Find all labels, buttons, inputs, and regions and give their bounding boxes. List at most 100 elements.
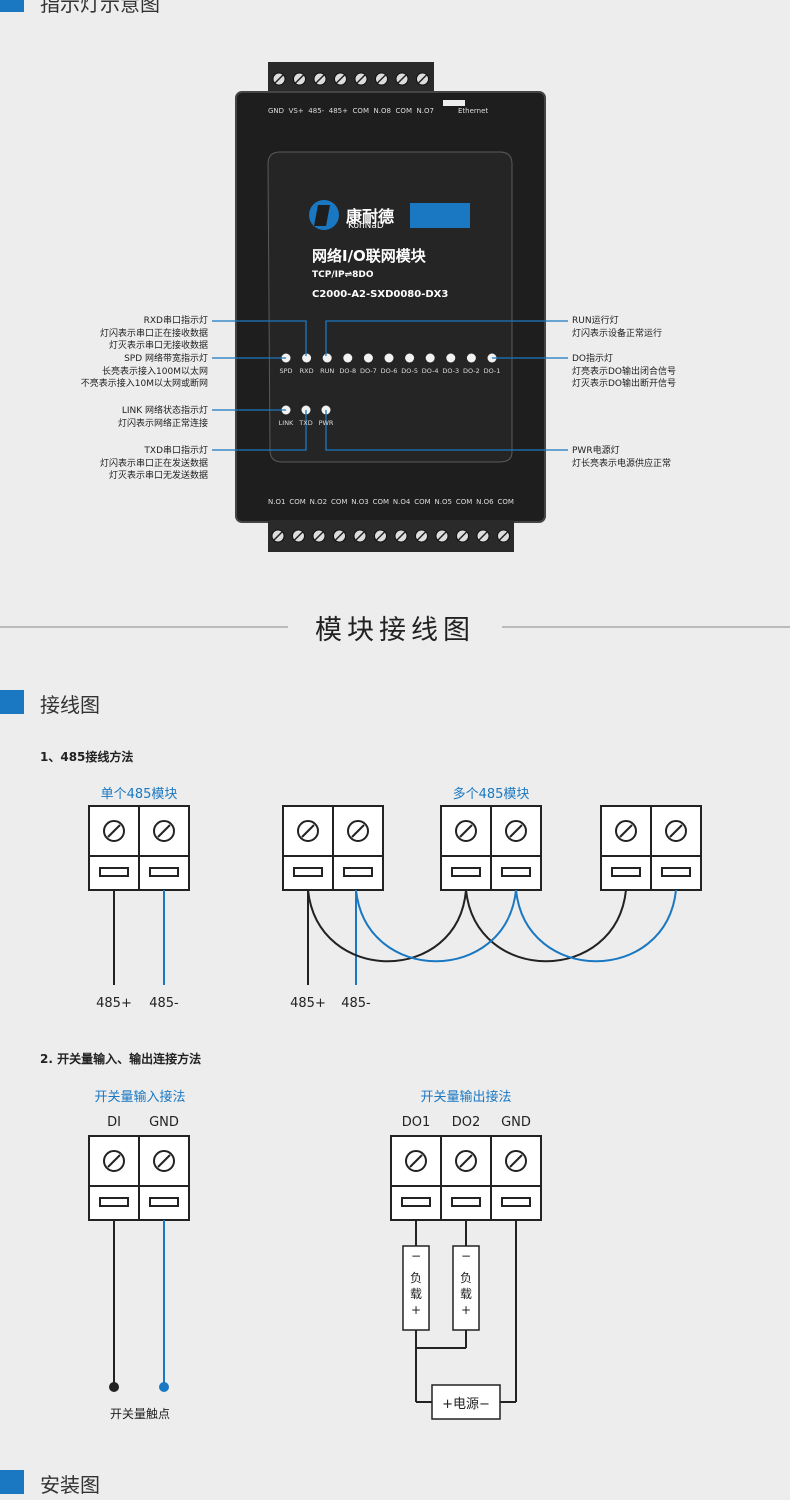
- output-wiring: [415, 1220, 517, 1403]
- bottom-pin-label: COM: [372, 498, 389, 506]
- annotation-line: 灯灭表示串口无发送数据: [108, 471, 208, 481]
- screw-slot: [315, 74, 325, 84]
- terminal-block: [390, 1135, 442, 1221]
- annotation-line: SPD 网络带宽指示灯: [124, 354, 208, 364]
- screw-slot: [273, 531, 283, 541]
- brand-blue-plate: [410, 203, 470, 228]
- terminal-block: [88, 1135, 140, 1221]
- annotation-line: 灯闪表示串口正在发送数据: [99, 458, 208, 469]
- led-indicator: [446, 353, 456, 363]
- bottom-pin-label: COM: [455, 498, 473, 506]
- led-indicator: [302, 353, 312, 363]
- led-row-1: [281, 353, 497, 363]
- brand-cn: 康耐德: [346, 207, 395, 226]
- annotation-line: 灯灭表示DO输出断开信号: [572, 379, 677, 389]
- annotation-line: LINK 网络状态指示灯: [121, 406, 208, 416]
- led-label: DO-1: [483, 367, 501, 375]
- label-485-plus-single: 485+: [96, 996, 132, 1011]
- wire-chain-blue-2: [515, 889, 677, 963]
- led-indicator: [425, 353, 435, 363]
- bottom-pin-label: N.O3: [351, 498, 369, 506]
- top-pin-label: COM: [352, 107, 369, 115]
- led-indicator: [466, 353, 476, 363]
- annotation-line: 不亮表示接入10M以太网或断网: [80, 379, 208, 389]
- terminal-block: [282, 805, 334, 891]
- contact-dot-blue: [159, 1382, 169, 1392]
- pin-label-do2: DO2: [451, 1115, 481, 1130]
- annotation-line: 灯灭表示串口无接收数据: [108, 341, 208, 351]
- terminal-block: [600, 805, 652, 891]
- annotation-line: 灯闪表示串口正在接收数据: [99, 328, 208, 339]
- terminal-block: [138, 805, 190, 891]
- top-terminal-block: [268, 62, 434, 96]
- load-minus: −: [410, 1249, 422, 1263]
- brand-en: KonNaD: [348, 221, 384, 231]
- terminal-block: [490, 805, 542, 891]
- annotation-line: DO指示灯: [572, 354, 614, 364]
- switch-heading: 2. 开关量输入、输出连接方法: [40, 1052, 202, 1066]
- protocol-label: TCP/IP⇌8DO: [312, 270, 374, 280]
- top-terminal-screws: [272, 72, 429, 86]
- top-pin-label: 485+: [328, 107, 348, 115]
- screw-slot: [335, 74, 346, 84]
- led-label: PWR: [318, 419, 334, 427]
- screw-slot: [294, 74, 305, 84]
- bottom-pin-label: N.O2: [309, 498, 328, 506]
- bottom-pin-label: COM: [289, 498, 306, 506]
- annotation-line: RXD串口指示灯: [143, 316, 208, 326]
- annotation-do: DO指示灯 灯亮表示DO输出闭合信号 灯灭表示DO输出断开信号: [572, 353, 676, 391]
- title-divider-left: [0, 626, 288, 628]
- section-marker-install: [0, 1470, 24, 1494]
- bottom-pin-label: COM: [497, 498, 514, 506]
- pin-label-do1: DO1: [401, 1115, 431, 1130]
- annotation-line: 灯亮表示DO输出闭合信号: [572, 366, 677, 377]
- annotation-run: RUN运行灯 灯闪表示设备正常运行: [572, 315, 662, 340]
- top-pin-label: N.O7: [416, 107, 434, 115]
- label-485-plus-multi: 485+: [290, 996, 326, 1011]
- annotation-line: TXD串口指示灯: [144, 446, 208, 456]
- wire-chain-black-1: [307, 889, 467, 963]
- wire-chain-blue-1: [355, 889, 517, 963]
- screw-slot: [293, 531, 304, 541]
- rs485-heading: 1、485接线方法: [40, 750, 134, 764]
- leader-pwr: [325, 410, 568, 451]
- top-pin-label: VS+: [288, 107, 304, 115]
- load-char: 载: [409, 1287, 422, 1301]
- contact-label: 开关量触点: [109, 1407, 170, 1421]
- contact-dot-black: [109, 1382, 119, 1392]
- bottom-terminal-block: [268, 520, 514, 552]
- led-label: DO-7: [359, 367, 377, 375]
- load-2-text: − 负 载 +: [453, 1248, 479, 1318]
- rs485-single-caption: 单个485模块: [100, 787, 178, 802]
- annotation-line: 灯闪表示网络正常连接: [117, 418, 208, 429]
- terminal-block: [88, 805, 140, 891]
- led-label: SPD: [279, 367, 293, 375]
- led-label: LINK: [278, 419, 294, 427]
- screw-slot: [334, 531, 345, 541]
- bottom-terminal-screws: [271, 529, 510, 543]
- ethernet-port: [443, 100, 465, 106]
- section-marker-top: [0, 0, 24, 12]
- switch-output-caption: 开关量输出接法: [420, 1090, 512, 1105]
- leader-rxd: [212, 320, 307, 356]
- top-pin-labels: GND VS+ 485- 485+ COM N.O8 COM N.O7: [268, 107, 434, 119]
- pin-label-di: DI: [107, 1115, 121, 1130]
- bottom-pin-label: N.O1: [268, 498, 286, 506]
- led-label: TXD: [299, 419, 313, 427]
- load-1-text: − 负 载 +: [403, 1248, 429, 1318]
- power-plus: +: [442, 1397, 453, 1412]
- screw-slot: [478, 531, 488, 541]
- led-label: DO-3: [442, 367, 460, 375]
- screw-slot: [417, 74, 428, 84]
- screw-slot: [355, 531, 365, 541]
- screw-slot: [314, 531, 324, 541]
- led-indicator: [343, 353, 353, 363]
- load-minus: −: [460, 1249, 472, 1263]
- terminal-block: [440, 1135, 492, 1221]
- section-install-title: 安装图: [40, 1473, 100, 1497]
- led-indicator: [363, 353, 373, 363]
- led-label: DO-8: [339, 367, 357, 375]
- top-pin-label: 485-: [308, 107, 325, 115]
- annotation-pwr: PWR电源灯 灯长亮表示电源供应正常: [572, 445, 671, 470]
- terminal-block: [332, 805, 384, 891]
